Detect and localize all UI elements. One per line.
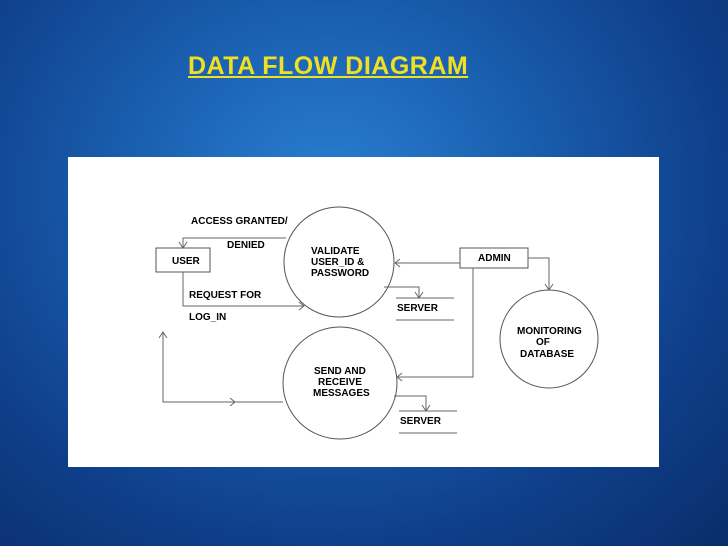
validate-process-circle — [283, 206, 395, 318]
messages-to-server-arrowhead — [421, 404, 431, 412]
admin-to-monitoring-arrowhead — [544, 283, 554, 291]
log-in-label: LOG_IN — [189, 312, 227, 323]
access-granted-flow — [182, 237, 286, 248]
validate-to-server-arrowhead — [414, 291, 424, 299]
request-for-label: REQUEST FOR — [189, 290, 262, 301]
admin-to-messages-flow — [397, 268, 474, 378]
messages-line-1: SEND AND — [314, 366, 366, 377]
validate-to-server-flow — [384, 286, 420, 298]
data-flow-diagram — [155, 206, 599, 440]
server-2-label: SERVER — [400, 416, 441, 427]
validate-line-3: PASSWORD — [311, 268, 370, 279]
messages-process-circle — [282, 326, 398, 440]
request-login-flow — [182, 272, 304, 307]
validate-line-1: VALIDATE — [311, 246, 360, 257]
diagram-panel: USER ADMIN SERVER SERVER VALIDATE USER_I… — [68, 157, 659, 467]
validate-line-2: USER_ID & — [311, 257, 365, 268]
server-1-label: SERVER — [397, 303, 438, 314]
messages-to-user-flow — [162, 332, 283, 403]
monitoring-line-3: DATABASE — [520, 349, 575, 360]
admin-to-messages-arrowhead — [396, 372, 403, 382]
user-entity-label: USER — [172, 256, 200, 267]
user-to-messages-arrowhead — [229, 397, 236, 407]
access-granted-arrowhead — [178, 241, 188, 249]
admin-entity-label: ADMIN — [478, 253, 511, 264]
monitoring-line-2: OF — [536, 337, 550, 348]
messages-to-user-arrowhead — [158, 331, 168, 339]
admin-to-validate-arrowhead — [394, 258, 401, 268]
messages-to-server-flow — [394, 395, 427, 411]
messages-line-2: RECEIVE — [318, 377, 362, 388]
denied-label: DENIED — [227, 240, 265, 251]
slide-title: DATA FLOW DIAGRAM — [188, 52, 469, 80]
messages-line-3: MESSAGES — [313, 388, 370, 399]
request-login-arrowhead — [298, 301, 305, 311]
admin-to-monitoring-flow — [528, 257, 550, 290]
access-granted-label: ACCESS GRANTED/ — [191, 216, 288, 227]
monitoring-line-1: MONITORING — [517, 326, 582, 337]
